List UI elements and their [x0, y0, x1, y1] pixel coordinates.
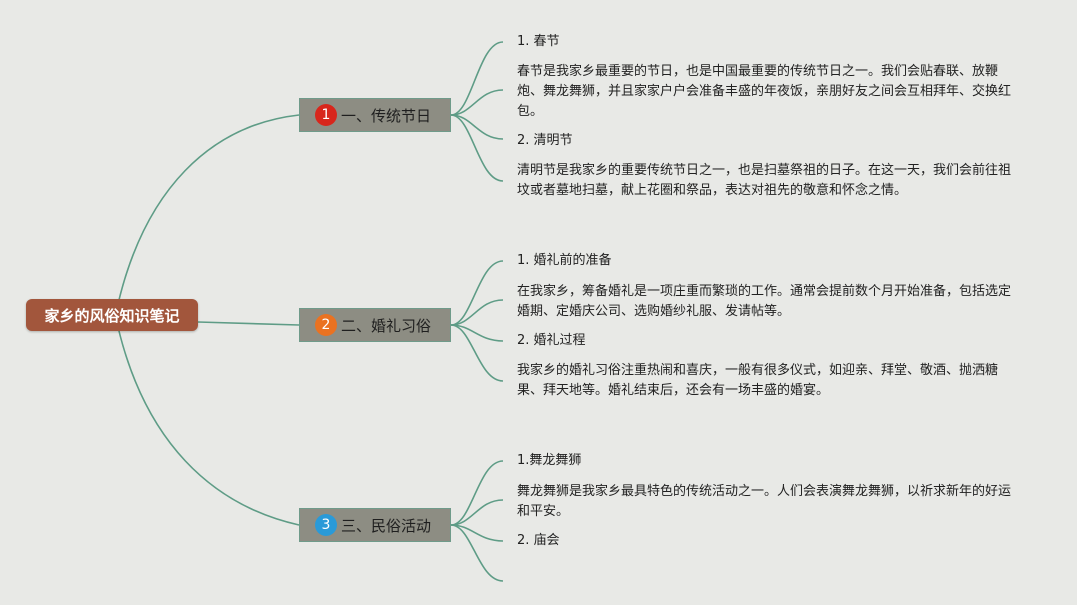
- leaf-topic-temple-fair[interactable]: 2. 庙会: [517, 533, 560, 548]
- connector-branch-1-leaf-1: [450, 41, 504, 116]
- connector-root-to-branch-2: [197, 321, 300, 326]
- connector-branch-2-leaf-1: [450, 260, 504, 326]
- leaf-note-qingming[interactable]: 清明节是我家乡的重要传统节日之一，也是扫墓祭祖的日子。在这一天，我们会前往祖坟或…: [517, 163, 1012, 198]
- branch-label: 二、婚礼习俗: [341, 316, 432, 335]
- connector-branch-1-leaf-2: [450, 89, 504, 116]
- leaf-note-dragon-lion-dance[interactable]: 舞龙舞狮是我家乡最具特色的传统活动之一。人们会表演舞龙舞狮，以祈求新年的好运和平…: [517, 484, 1012, 519]
- connector-root-to-branch-3: [117, 326, 300, 526]
- number-badge-icon: 2: [315, 314, 337, 336]
- leaf-topic-wedding-process[interactable]: 2. 婚礼过程: [517, 333, 586, 348]
- connector-branch-3-leaf-1: [450, 460, 504, 526]
- connector-branch-2-leaf-2: [450, 299, 504, 326]
- leaf-topic-dragon-lion-dance[interactable]: 1.舞龙舞狮: [517, 453, 582, 468]
- leaf-topic-spring-festival[interactable]: 1. 春节: [517, 34, 560, 49]
- connector-branch-2-leaf-4: [450, 324, 504, 382]
- root-node-label: 家乡的风俗知识笔记: [44, 306, 180, 325]
- branch-node-folk-activities[interactable]: 3 三、民俗活动: [299, 508, 451, 542]
- branch-label: 三、民俗活动: [341, 516, 432, 535]
- connector-root-to-branch-1: [117, 114, 300, 305]
- leaf-topic-qingming[interactable]: 2. 清明节: [517, 133, 573, 148]
- branch-label: 一、传统节日: [341, 106, 432, 125]
- number-badge-icon: 1: [315, 104, 337, 126]
- root-node[interactable]: 家乡的风俗知识笔记: [26, 299, 198, 331]
- connector-branch-3-leaf-4: [450, 524, 504, 582]
- branch-node-traditional-festivals[interactable]: 1 一、传统节日: [299, 98, 451, 132]
- leaf-topic-wedding-preparation[interactable]: 1. 婚礼前的准备: [517, 253, 612, 268]
- connector-branch-1-leaf-4: [450, 114, 504, 182]
- connector-branch-3-leaf-2: [450, 499, 504, 526]
- leaf-note-wedding-process[interactable]: 我家乡的婚礼习俗注重热闹和喜庆，一般有很多仪式，如迎亲、拜堂、敬酒、抛洒糖果、拜…: [517, 363, 999, 398]
- number-badge-icon: 3: [315, 514, 337, 536]
- leaf-note-wedding-preparation[interactable]: 在我家乡，筹备婚礼是一项庄重而繁琐的工作。通常会提前数个月开始准备，包括选定婚期…: [517, 284, 1012, 319]
- branch-node-wedding-customs[interactable]: 2 二、婚礼习俗: [299, 308, 451, 342]
- leaf-note-spring-festival[interactable]: 春节是我家乡最重要的节日，也是中国最重要的传统节日之一。我们会贴春联、放鞭炮、舞…: [517, 64, 1012, 119]
